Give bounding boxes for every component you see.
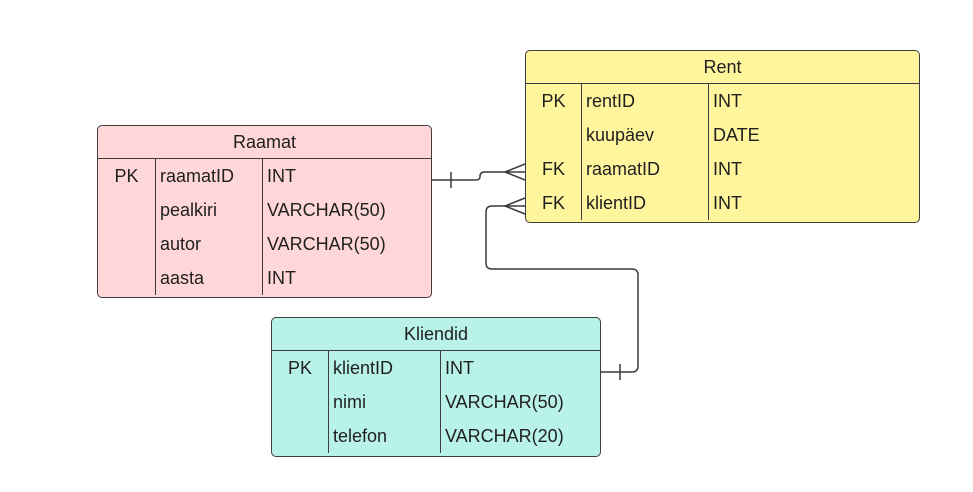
crows-foot-marker: [504, 197, 526, 215]
rent-row-raamatid[interactable]: FK raamatID INT: [526, 152, 919, 186]
key-badge: [98, 193, 156, 227]
column-type: INT: [713, 91, 742, 111]
key-badge: [272, 385, 329, 419]
column-name: raamatID: [156, 159, 263, 193]
key-badge: PK: [98, 159, 156, 193]
relationship-kliendid-rent[interactable]: [485, 197, 639, 380]
key-badge: PK: [526, 84, 582, 118]
rent-table[interactable]: Rent PK rentID INT kuupäev DATE FK raama…: [525, 50, 920, 223]
key-badge: [272, 419, 329, 453]
raamat-table[interactable]: Raamat PK raamatID INT pealkiri VARCHAR(…: [97, 125, 432, 298]
column-type: VARCHAR(20): [445, 426, 564, 446]
column-name: autor: [156, 227, 263, 261]
rent-columns: PK rentID INT kuupäev DATE FK raamatID I…: [526, 84, 919, 220]
rent-row-rentid[interactable]: PK rentID INT: [526, 84, 919, 118]
kliendid-row-telefon[interactable]: telefon VARCHAR(20): [272, 419, 600, 453]
key-badge: FK: [526, 152, 582, 186]
column-type: INT: [267, 166, 296, 186]
column-name: kuupäev: [582, 118, 709, 152]
column-type: DATE: [713, 125, 760, 145]
kliendid-table-title: Kliendid: [272, 318, 600, 351]
column-name: nimi: [329, 385, 441, 419]
column-type: INT: [713, 193, 742, 213]
kliendid-row-klientid[interactable]: PK klientID INT: [272, 351, 600, 385]
key-badge: [98, 261, 156, 295]
column-type: VARCHAR(50): [267, 234, 386, 254]
kliendid-table[interactable]: Kliendid PK klientID INT nimi VARCHAR(50…: [271, 317, 601, 457]
rent-table-title: Rent: [526, 51, 919, 84]
key-badge: PK: [272, 351, 329, 385]
rent-row-kuupaev[interactable]: kuupäev DATE: [526, 118, 919, 152]
column-type: INT: [445, 358, 474, 378]
key-badge: [526, 118, 582, 152]
column-type: VARCHAR(50): [445, 392, 564, 412]
raamat-table-title: Raamat: [98, 126, 431, 159]
rent-row-klientid[interactable]: FK klientID INT: [526, 186, 919, 220]
column-type: INT: [267, 268, 296, 288]
column-name: telefon: [329, 419, 441, 453]
column-name: pealkiri: [156, 193, 263, 227]
kliendid-row-nimi[interactable]: nimi VARCHAR(50): [272, 385, 600, 419]
raamat-columns: PK raamatID INT pealkiri VARCHAR(50) aut…: [98, 159, 431, 295]
key-badge: FK: [526, 186, 582, 220]
key-badge: [98, 227, 156, 261]
crows-foot-marker: [504, 163, 526, 181]
column-name: raamatID: [582, 152, 709, 186]
raamat-row-autor[interactable]: autor VARCHAR(50): [98, 227, 431, 261]
column-name: rentID: [582, 84, 709, 118]
kliendid-rent-line: [485, 205, 639, 373]
raamat-row-raamatid[interactable]: PK raamatID INT: [98, 159, 431, 193]
raamat-rent-line: [432, 171, 525, 181]
column-name: klientID: [582, 186, 709, 220]
column-type: INT: [713, 159, 742, 179]
column-type: VARCHAR(50): [267, 200, 386, 220]
raamat-row-pealkiri[interactable]: pealkiri VARCHAR(50): [98, 193, 431, 227]
kliendid-columns: PK klientID INT nimi VARCHAR(50) telefon…: [272, 351, 600, 453]
column-name: klientID: [329, 351, 441, 385]
raamat-row-aasta[interactable]: aasta INT: [98, 261, 431, 295]
relationship-raamat-rent[interactable]: [432, 163, 526, 188]
column-name: aasta: [156, 261, 263, 295]
